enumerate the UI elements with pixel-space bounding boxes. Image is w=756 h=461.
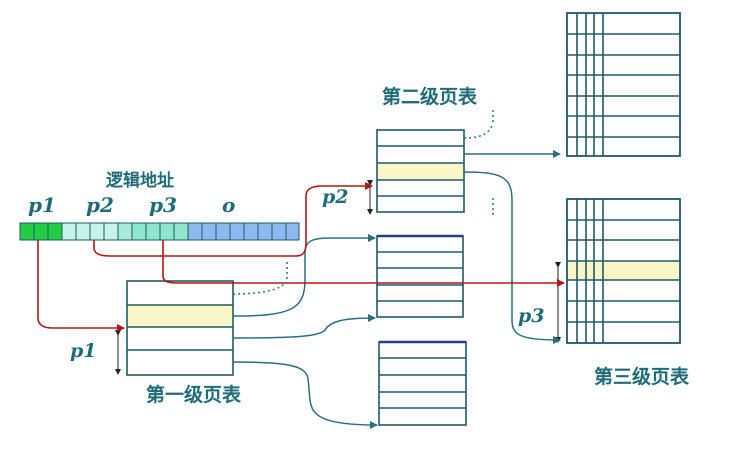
first-level-page-table bbox=[126, 280, 234, 376]
field-label-p2: p2 bbox=[86, 193, 114, 217]
second-level-page-table-3 bbox=[378, 340, 467, 426]
level3-title: 第三级页表 bbox=[594, 365, 690, 388]
field-p3 bbox=[131, 222, 189, 241]
logical-address-bar bbox=[19, 222, 300, 241]
teal-connectors bbox=[232, 110, 561, 429]
level2-highlight-row bbox=[378, 163, 463, 180]
second-level-page-table-2 bbox=[376, 234, 464, 318]
field-label-o: o bbox=[222, 193, 235, 217]
offset-label-p2: p2 bbox=[322, 186, 349, 208]
field-label-p3: p3 bbox=[149, 193, 177, 217]
third-level-page-table bbox=[566, 198, 681, 344]
level3-highlight-row bbox=[568, 261, 679, 280]
field-label-p1: p1 bbox=[28, 193, 56, 217]
field-p1 bbox=[19, 222, 63, 241]
third-level-page-table-top bbox=[566, 12, 681, 157]
level2-title: 第二级页表 bbox=[382, 85, 478, 108]
logical-address-label: 逻辑地址 bbox=[106, 170, 174, 191]
red-translation-path bbox=[37, 182, 565, 332]
field-p2 bbox=[61, 222, 133, 241]
second-level-page-table bbox=[376, 129, 465, 213]
offset-label-p3: p3 bbox=[518, 305, 545, 327]
level1-title: 第一级页表 bbox=[146, 383, 242, 406]
level1-highlight-row bbox=[128, 305, 232, 327]
field-o bbox=[187, 222, 300, 241]
offset-label-p1: p1 bbox=[70, 340, 97, 362]
